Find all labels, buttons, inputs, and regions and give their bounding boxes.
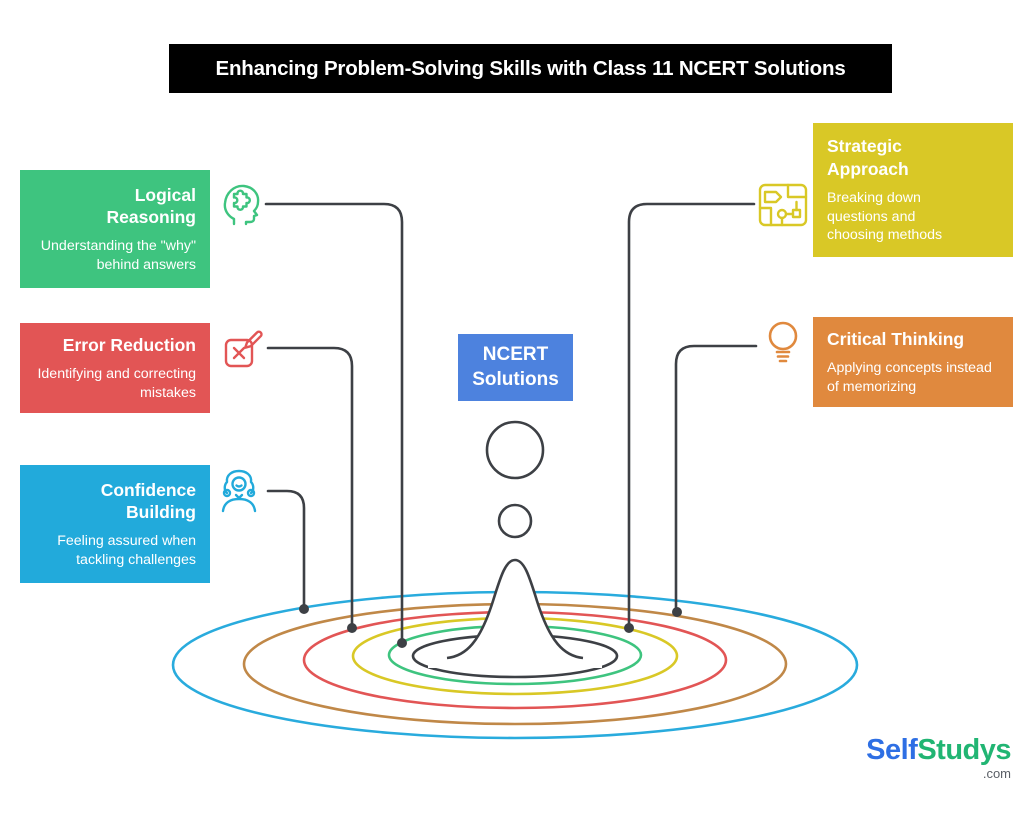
droplet-large bbox=[485, 420, 545, 480]
person-icon bbox=[215, 467, 263, 515]
error-edit-icon bbox=[217, 325, 265, 373]
logo-part-studys: Studys bbox=[917, 734, 1011, 766]
ripple-inner-dark bbox=[411, 633, 619, 679]
ripple-yellow bbox=[351, 616, 679, 696]
connector-strategic-approach bbox=[624, 202, 756, 633]
water-spike-fill bbox=[428, 561, 602, 668]
ripple-outer-blue bbox=[171, 590, 859, 740]
strategy-map-icon bbox=[757, 180, 809, 228]
center-node-line2: Solutions bbox=[472, 368, 559, 390]
card-confidence-building: Confidence Building Feeling assured when… bbox=[20, 465, 210, 583]
connector-dot bbox=[624, 623, 634, 633]
card-critical-thinking: Critical Thinking Applying concepts inst… bbox=[813, 317, 1013, 407]
logo-wordmark: SelfStudys bbox=[866, 736, 1011, 765]
droplet-small bbox=[497, 503, 533, 539]
card-title: Strategic Approach bbox=[827, 136, 909, 179]
connector-confidence-building bbox=[266, 489, 309, 614]
card-description: Feeling assured when tackling challenges bbox=[57, 533, 196, 568]
ripple-green bbox=[387, 624, 643, 686]
center-node-ncert-solutions: NCERT Solutions bbox=[458, 334, 573, 401]
connector-error-reduction bbox=[266, 346, 357, 633]
card-title: Confidence Building bbox=[100, 479, 196, 523]
card-description: Understanding the "why" behind answers bbox=[40, 238, 196, 273]
card-title: Error Reduction bbox=[62, 334, 196, 355]
logo-suffix-com: .com bbox=[982, 766, 1011, 781]
logo-part-self: Self bbox=[866, 734, 918, 766]
brain-puzzle-icon bbox=[215, 180, 263, 228]
connector-dot bbox=[397, 638, 407, 648]
lightbulb-icon bbox=[765, 320, 801, 372]
connector-dot bbox=[347, 623, 357, 633]
card-description: Breaking down questions and choosing met… bbox=[827, 190, 943, 244]
card-title: Logical Reasoning bbox=[106, 184, 196, 228]
selfstudys-logo[interactable]: SelfStudys .com bbox=[866, 736, 1011, 781]
card-logical-reasoning: Logical Reasoning Understanding the "why… bbox=[20, 170, 210, 288]
page-title: Enhancing Problem-Solving Skills with Cl… bbox=[169, 44, 892, 93]
connector-critical-thinking bbox=[672, 344, 758, 617]
water-spike bbox=[446, 558, 584, 660]
connector-dot bbox=[672, 607, 682, 617]
card-description: Applying concepts instead of memorizing bbox=[827, 360, 992, 395]
connector-dot bbox=[299, 604, 309, 614]
ripple-red bbox=[302, 610, 728, 710]
card-description: Identifying and correcting mistakes bbox=[37, 366, 196, 401]
card-strategic-approach: Strategic Approach Breaking down questio… bbox=[813, 123, 1013, 257]
connector-logical-reasoning bbox=[264, 202, 407, 648]
center-node-line1: NCERT bbox=[482, 343, 549, 365]
card-error-reduction: Error Reduction Identifying and correcti… bbox=[20, 323, 210, 413]
card-title: Critical Thinking bbox=[827, 328, 965, 349]
ripple-brown bbox=[242, 602, 788, 726]
